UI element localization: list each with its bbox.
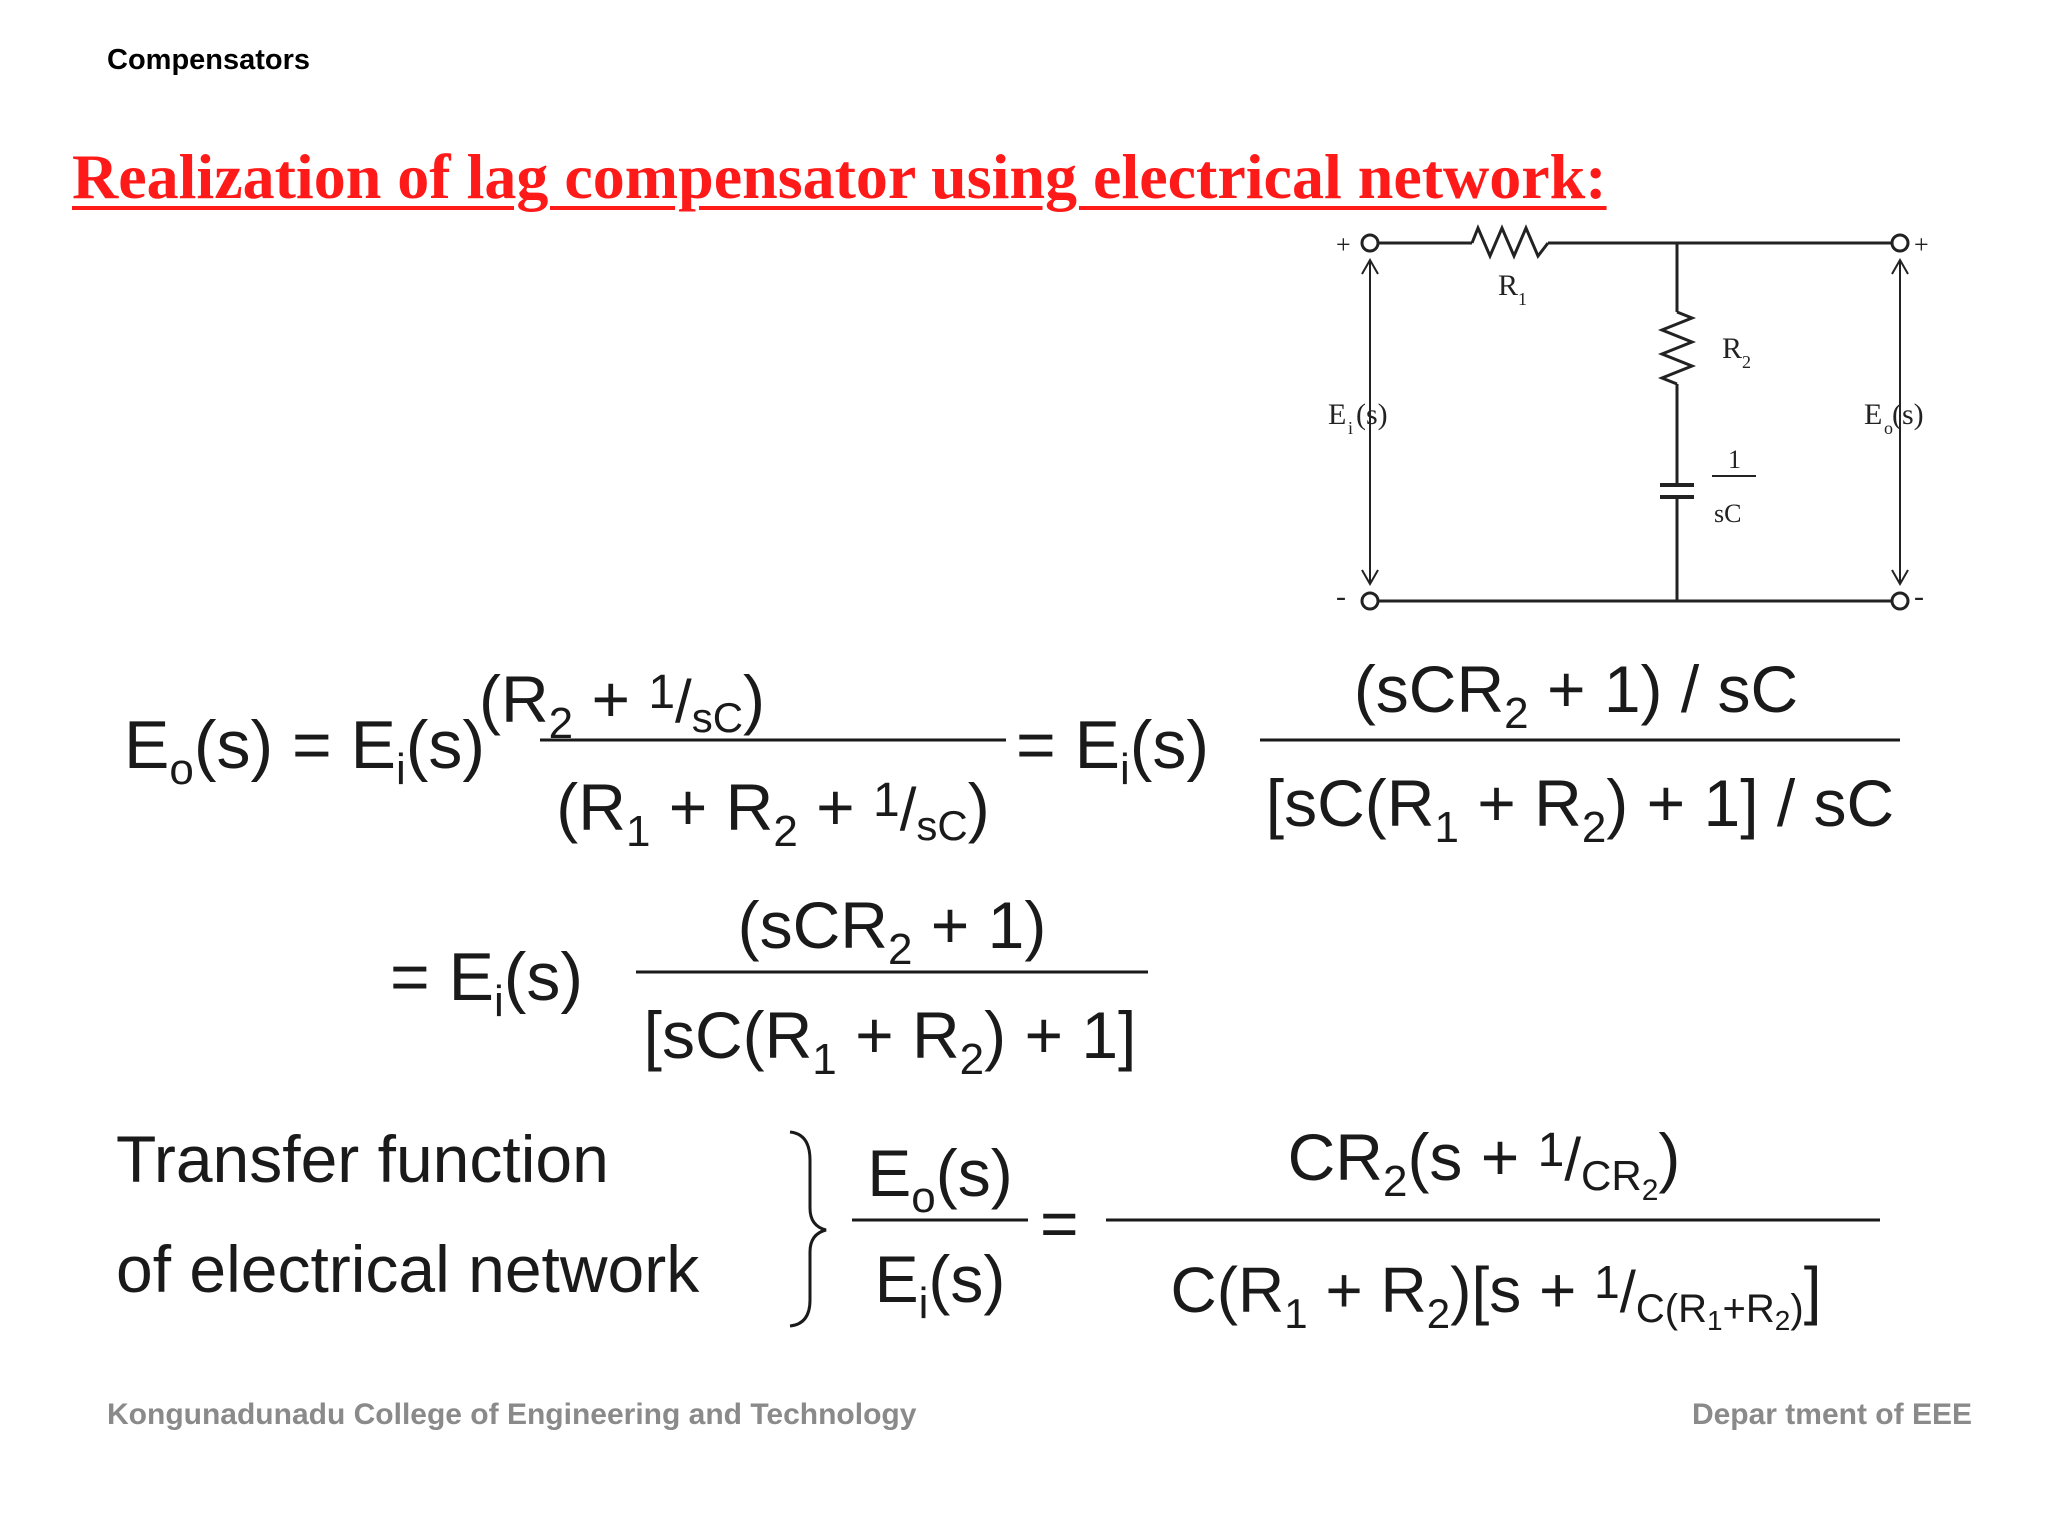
capacitor-label-denominator: sC	[1714, 499, 1741, 528]
transfer-function: Transfer function of electrical network …	[116, 1120, 1880, 1337]
tf-rhs-numerator: CR2(s + 1/CR2)	[1288, 1120, 1681, 1207]
tf-numerator: Eo(s)	[867, 1136, 1012, 1222]
eq1-numerator-2: (sCR2 + 1) / sC	[1354, 652, 1798, 738]
output-plus-sign: +	[1914, 230, 1929, 259]
r2-label: R	[1722, 332, 1742, 365]
tf-label-line-1: Transfer function	[116, 1122, 609, 1196]
r1-label: R	[1498, 269, 1518, 302]
slide-title: Realization of lag compensator using ele…	[72, 141, 1607, 212]
tf-equals: =	[1040, 1186, 1079, 1260]
input-voltage-subscript: i	[1348, 418, 1353, 438]
input-arrow-head-down	[1361, 569, 1379, 587]
output-voltage-label: E	[1864, 398, 1882, 431]
input-voltage-arg: (s)	[1356, 398, 1388, 431]
input-minus-sign: -	[1336, 580, 1346, 613]
eq1-numerator-1: (R2 + 1/sC)	[479, 662, 765, 748]
slide-header: Compensators	[107, 44, 311, 76]
equation-2: = Ei(s) (sCR2 + 1) [sC(R1 + R2) + 1]	[390, 888, 1148, 1084]
output-voltage-subscript: o	[1884, 418, 1893, 438]
tf-label-line-2: of electrical network	[116, 1232, 700, 1306]
eq1-lhs: Eo(s) = Ei(s)	[124, 707, 485, 794]
eq2-lhs: = Ei(s)	[390, 939, 583, 1026]
tf-rhs-denominator: C(R1 + R2)[s + 1/C(R1+R2)]	[1171, 1254, 1822, 1337]
resistor-r1-symbol	[1470, 224, 1550, 260]
input-voltage-label: E	[1328, 398, 1346, 431]
input-plus-sign: +	[1336, 230, 1351, 259]
footer-department: Depar tment of EEE	[1691, 1398, 1972, 1431]
r1-subscript: 1	[1518, 289, 1527, 309]
resistor-r2-symbol	[1657, 310, 1697, 386]
eq2-denominator: [sC(R1 + R2) + 1]	[644, 998, 1137, 1084]
input-arrow-head-up	[1361, 257, 1379, 275]
eq1-denominator-1: (R1 + R2 + 1/sC)	[556, 770, 989, 856]
output-arrow-head-down	[1891, 569, 1909, 587]
r2-subscript: 2	[1742, 352, 1751, 372]
capacitor-label-numerator: 1	[1728, 445, 1741, 474]
tf-brace	[789, 1130, 827, 1328]
footer-college: Kongunadunadu College of Engineering and…	[107, 1398, 917, 1431]
input-minus-terminal	[1360, 591, 1380, 611]
tf-denominator: Ei(s)	[875, 1242, 1006, 1328]
output-minus-terminal	[1890, 591, 1910, 611]
output-plus-terminal	[1890, 233, 1910, 253]
input-plus-terminal	[1360, 233, 1380, 253]
eq1-middle: = Ei(s)	[1016, 707, 1209, 794]
eq1-denominator-2: [sC(R1 + R2) + 1] / sC	[1266, 766, 1894, 852]
equation-1: Eo(s) = Ei(s) (R2 + 1/sC) (R1 + R2 + 1/s…	[124, 652, 1900, 856]
output-voltage-arg: (s)	[1892, 398, 1924, 431]
eq2-numerator: (sCR2 + 1)	[738, 888, 1047, 974]
output-minus-sign: -	[1914, 580, 1924, 613]
output-arrow-head-up	[1891, 257, 1909, 275]
